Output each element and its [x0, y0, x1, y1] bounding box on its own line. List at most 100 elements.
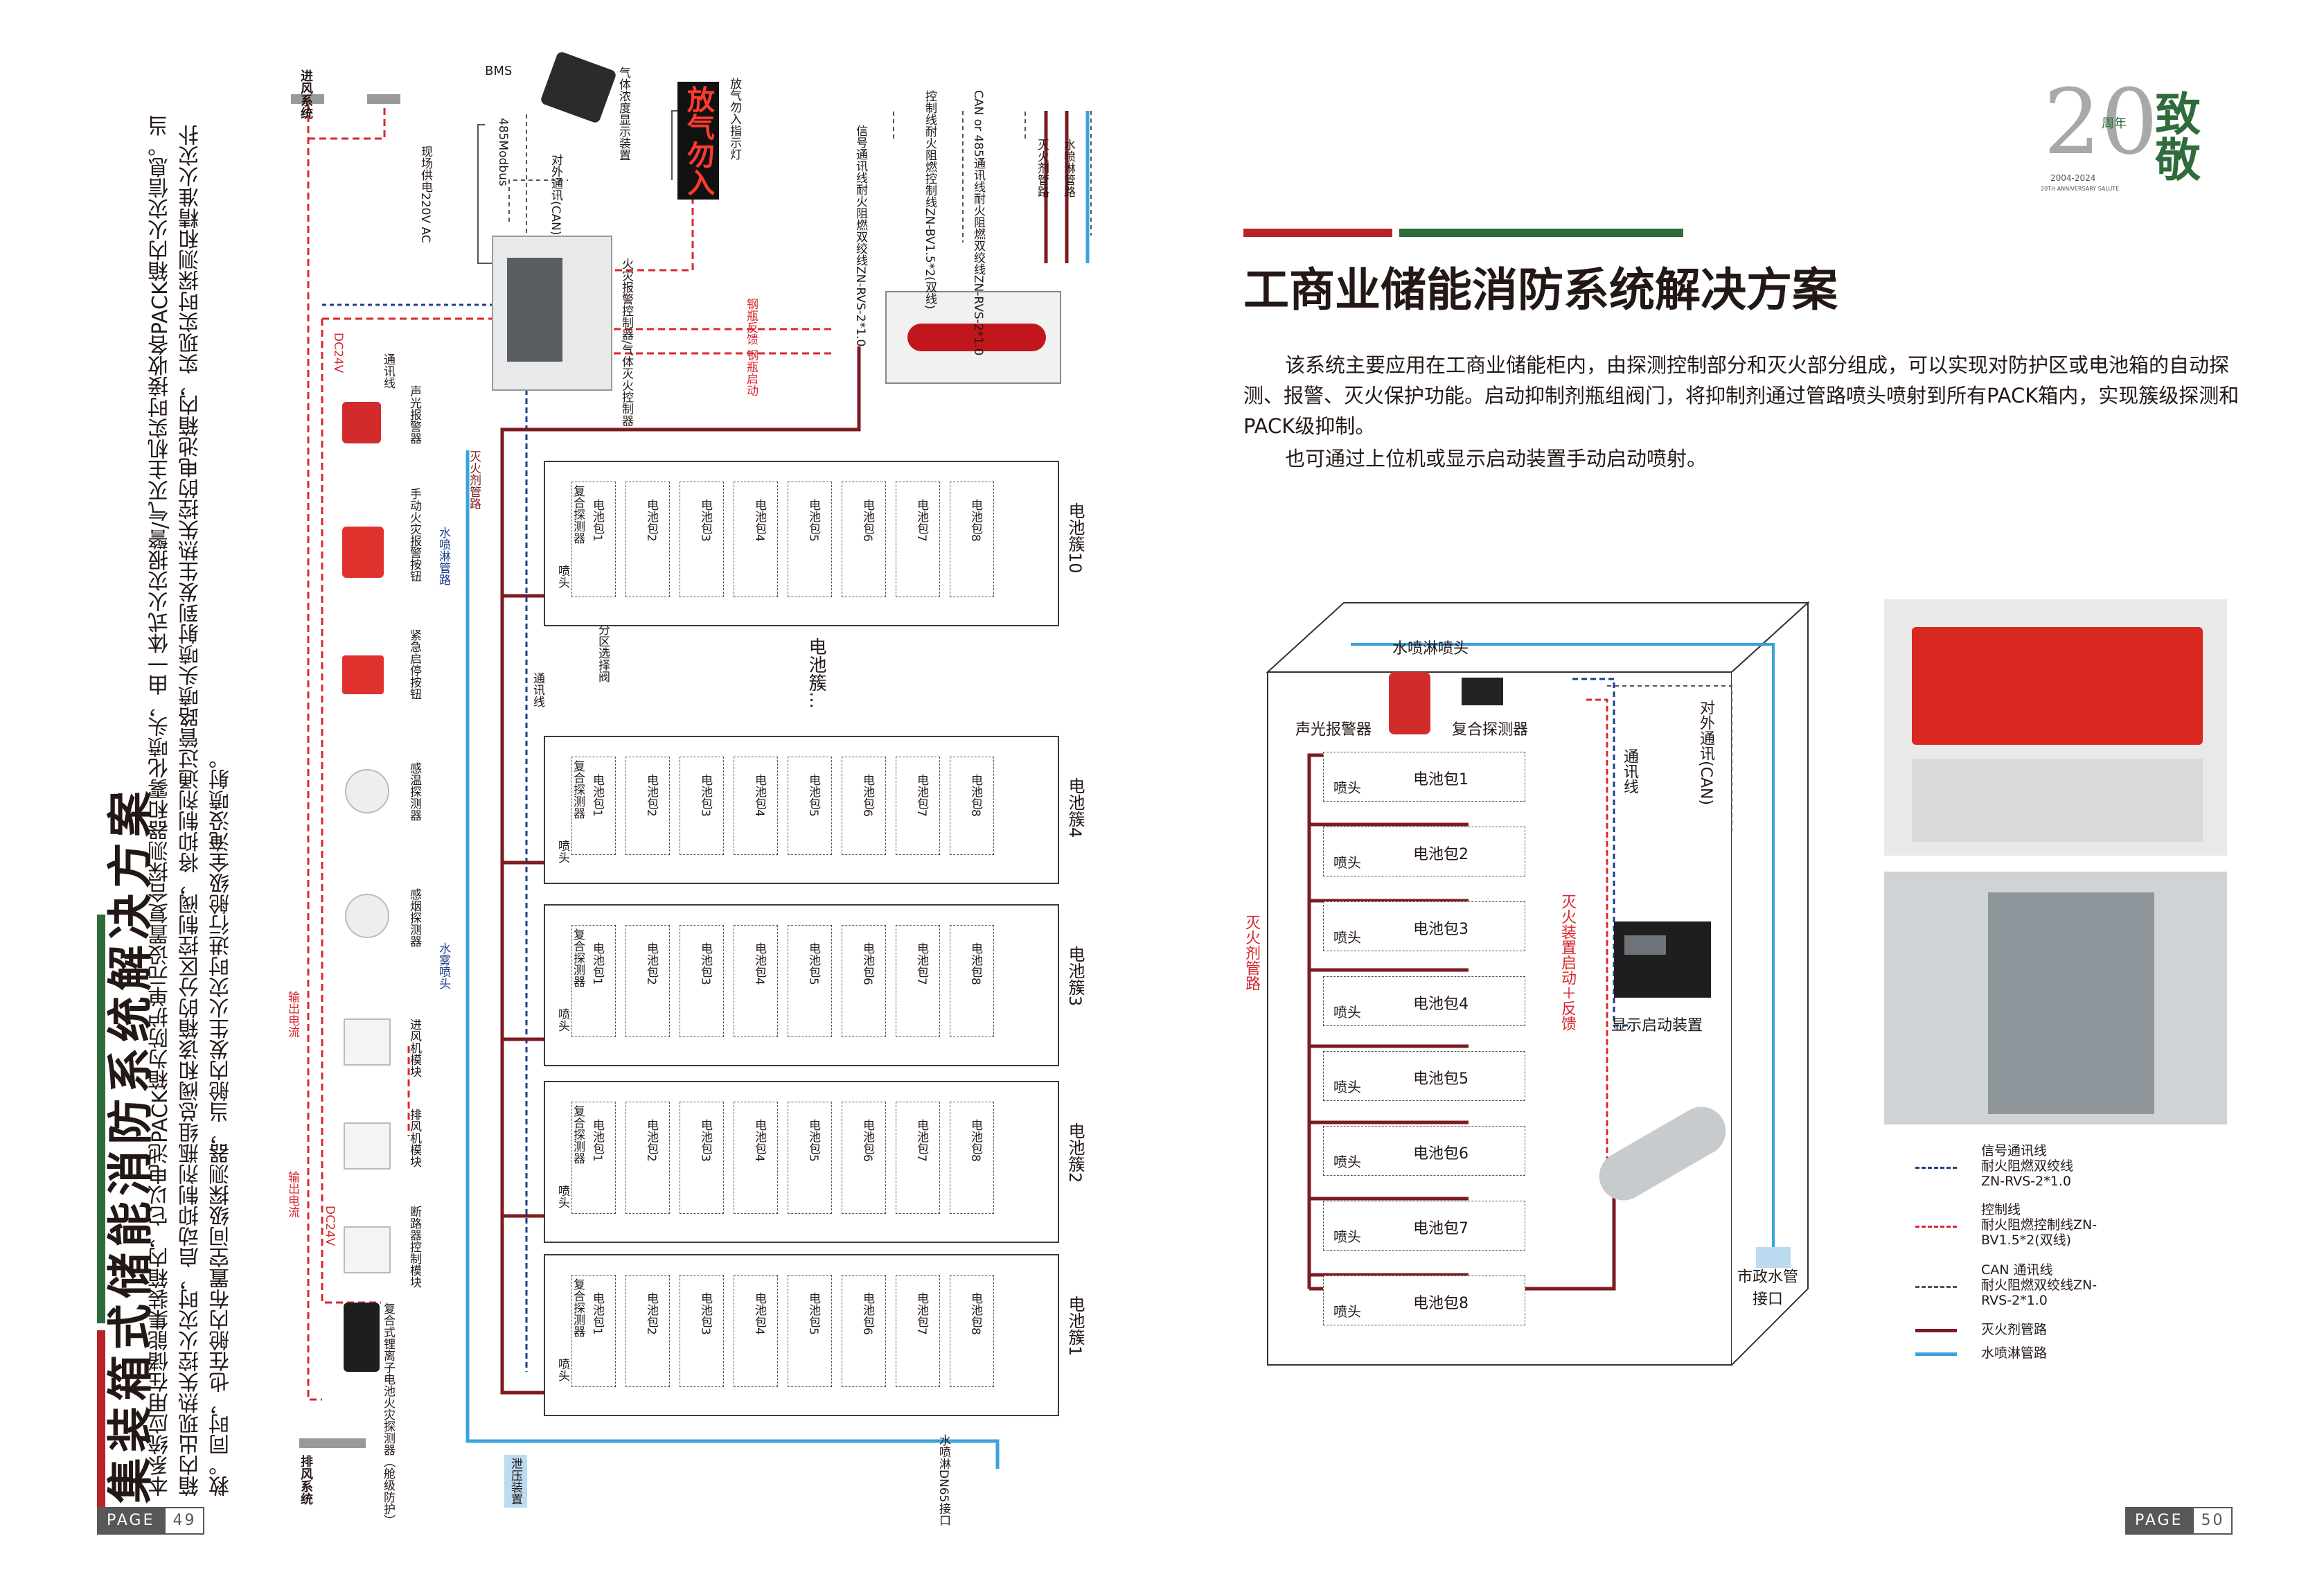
device-emergency-button: [342, 655, 384, 694]
right-nozzle-label: 喷头: [1333, 779, 1361, 796]
bms-proto-label: 485Modbus: [496, 118, 510, 186]
device-alarm-label: 声光报警器: [407, 385, 421, 444]
right-battery-pack: [1323, 752, 1525, 802]
battery-pack-label: 电池包4: [752, 1119, 766, 1162]
comm-line-label: 通讯线: [381, 353, 395, 389]
middle-cluster-label: 电池簇...: [806, 637, 826, 709]
battery-pack-label: 电池包2: [644, 1119, 658, 1162]
right-battery-pack: [1323, 1126, 1525, 1176]
no-entry-label: 放气勿入指示灯: [727, 78, 741, 160]
right-battery-pack-label: 电池包5: [1413, 1070, 1469, 1088]
photo-cabinet-inner: [1988, 892, 2154, 1114]
device-heat-detector: [345, 769, 389, 813]
power-label: 现场供电220V AC: [418, 145, 432, 243]
battery-pack-label: 电池包4: [752, 499, 766, 542]
battery-cluster-label: 电池簇3: [1065, 946, 1085, 1007]
battery-pack-label: 电池包8: [968, 1292, 982, 1335]
battery-pack: [734, 1275, 778, 1387]
battery-pack: [734, 757, 778, 855]
right-water-nozzle-label: 水喷淋喷头: [1392, 640, 1469, 658]
battery-pack-label: 电池包1: [590, 1119, 604, 1162]
dc24v-top-label: DC24V: [331, 333, 345, 373]
battery-pack-label: 电池包5: [806, 1119, 820, 1162]
right-detector-label: 复合探测器: [1452, 721, 1529, 739]
battery-pack: [896, 1275, 940, 1387]
legend-line: [1915, 1226, 1957, 1228]
battery-pack: [842, 1275, 886, 1387]
right-page-title: 工商业储能消防系统解决方案: [1243, 263, 1838, 317]
right-battery-pack-label: 电池包6: [1413, 1145, 1469, 1163]
photo-cabinet: [1884, 872, 2227, 1124]
device-smoke-detector: [345, 894, 389, 938]
right-nozzle-label: 喷头: [1333, 1154, 1361, 1170]
legend-line: [1915, 1286, 1957, 1288]
battery-pack-label: 电池包2: [644, 1292, 658, 1335]
controller-screen: [507, 258, 562, 362]
battery-pack: [734, 482, 778, 597]
battery-pack: [950, 1102, 994, 1214]
right-battery-pack-label: 电池包8: [1413, 1295, 1469, 1312]
battery-pack: [950, 925, 994, 1037]
nozzle-label: 喷头: [556, 1358, 569, 1382]
zone-valve-label: 分区选择阀: [596, 624, 610, 682]
battery-pack: [680, 757, 724, 855]
right-nozzle-label: 喷头: [1333, 1303, 1361, 1320]
legend-line: [1915, 1167, 1957, 1169]
battery-pack-label: 电池包8: [968, 1119, 982, 1162]
right-battery-pack-label: 电池包7: [1413, 1220, 1469, 1237]
left-page-number: PAGE 49: [97, 1507, 205, 1535]
device-intake-module: [344, 1018, 391, 1066]
battery-pack-label: 电池包7: [914, 1119, 928, 1162]
battery-pack-label: 电池包7: [914, 1292, 928, 1335]
photo-machine-parts: [1912, 759, 2203, 842]
device-exhaust-module: [344, 1122, 391, 1170]
cylinder-start-label: 钢瓶启动: [744, 349, 758, 396]
battery-pack: [680, 925, 724, 1037]
battery-cluster-label: 电池簇4: [1065, 777, 1085, 838]
right-agent-pipe-label: 灭火剂管路: [1243, 915, 1260, 991]
right-external-label: 对外通讯(CAN): [1697, 700, 1714, 806]
battery-pack: [950, 482, 994, 597]
agent-cylinder-cabinet: [885, 291, 1061, 384]
right-battery-pack-label: 电池包3: [1413, 921, 1469, 938]
badge-unit: 周年: [2102, 116, 2127, 131]
battery-pack: [571, 1102, 616, 1214]
legend-label: 水喷淋管路: [1981, 1346, 2048, 1361]
battery-pack: [896, 482, 940, 597]
right-page-number: PAGE 50: [2125, 1507, 2233, 1535]
battery-pack: [950, 757, 994, 855]
right-nozzle-label: 喷头: [1333, 1004, 1361, 1021]
fire-controller: [492, 236, 612, 391]
battery-pack: [571, 482, 616, 597]
device-smoke-label: 感烟探测器: [407, 888, 421, 947]
legend-can-label: CAN or 485通讯线耐火阻燃双绞线ZN-RVS-2*1.0: [971, 90, 985, 356]
device-li-detector-label: 复合式锂离子电池火灾探测器（舱级防护）: [381, 1303, 395, 1526]
battery-pack-label: 电池包5: [806, 774, 820, 817]
battery-pack: [788, 925, 832, 1037]
water-pipe-label: 水喷淋管路: [436, 527, 450, 585]
gas-display-label: 气体浓度显示装置: [617, 67, 630, 161]
battery-pack-label: 电池包6: [860, 774, 874, 817]
battery-pack: [788, 1275, 832, 1387]
battery-pack-label: 电池包6: [860, 499, 874, 542]
right-battery-pack-label: 电池包4: [1413, 996, 1469, 1013]
composite-detector-label: 复合探测器: [571, 1278, 585, 1337]
vent-bottom: [299, 1438, 366, 1448]
no-entry-sign: 放气勿入: [677, 82, 719, 200]
output-power-bottom-label: 输出电流: [285, 1171, 299, 1218]
battery-pack-label: 电池包4: [752, 774, 766, 817]
battery-pack: [896, 1102, 940, 1214]
legend-agent-label: 灭火剂管路: [1035, 139, 1049, 197]
legend-signal-label: 信号通讯线耐火阻燃双绞线ZN-RVS-2*1.0: [853, 125, 867, 347]
battery-cluster-label: 电池簇1: [1065, 1296, 1085, 1357]
battery-pack-label: 电池包7: [914, 942, 928, 985]
battery-pack-label: 电池包3: [698, 1119, 712, 1162]
device-intake-label: 进风机模块: [407, 1018, 421, 1077]
battery-pack: [680, 482, 724, 597]
legend-label: 控制线 耐火阻燃控制线ZN- BV1.5*2(双线): [1981, 1202, 2097, 1248]
battery-pack: [734, 1102, 778, 1214]
dc24v-bottom-label: DC24V: [323, 1206, 337, 1246]
device-alarm: [342, 402, 381, 443]
battery-cluster-label: 电池簇10: [1065, 502, 1085, 574]
left-title-block: 集装箱式储能消防系统解决方案 本系统应用在储能集装箱内，它以电池PACK箱为防护…: [42, 69, 291, 1510]
